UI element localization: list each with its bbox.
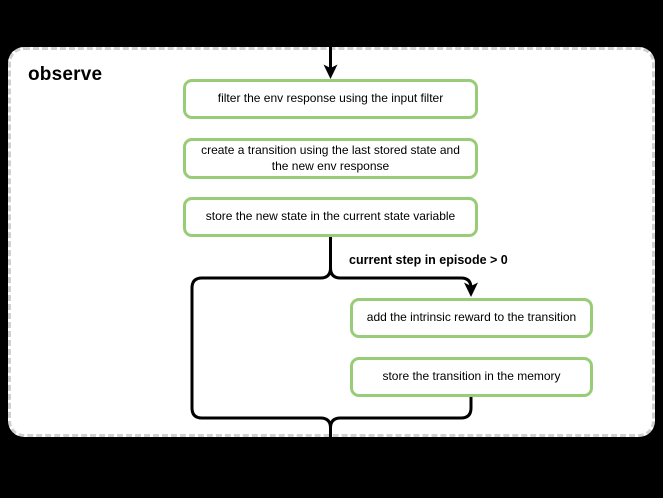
- node-filter-env-response: filter the env response using the input …: [183, 79, 478, 119]
- node-label: filter the env response using the input …: [217, 91, 444, 106]
- node-store-transition: store the transition in the memory: [350, 357, 593, 397]
- node-create-transition: create a transition using the last store…: [183, 138, 478, 179]
- node-add-intrinsic-reward: add the intrinsic reward to the transiti…: [350, 298, 593, 338]
- node-label: add the intrinsic reward to the transiti…: [366, 310, 577, 325]
- diagram-title: observe: [28, 64, 103, 85]
- node-label: store the new state in the current state…: [205, 209, 456, 224]
- node-label: store the transition in the memory: [382, 369, 561, 384]
- node-store-new-state: store the new state in the current state…: [183, 197, 478, 237]
- branch-condition-label: current step in episode > 0: [349, 253, 508, 267]
- node-label: create a transition using the last store…: [201, 142, 460, 173]
